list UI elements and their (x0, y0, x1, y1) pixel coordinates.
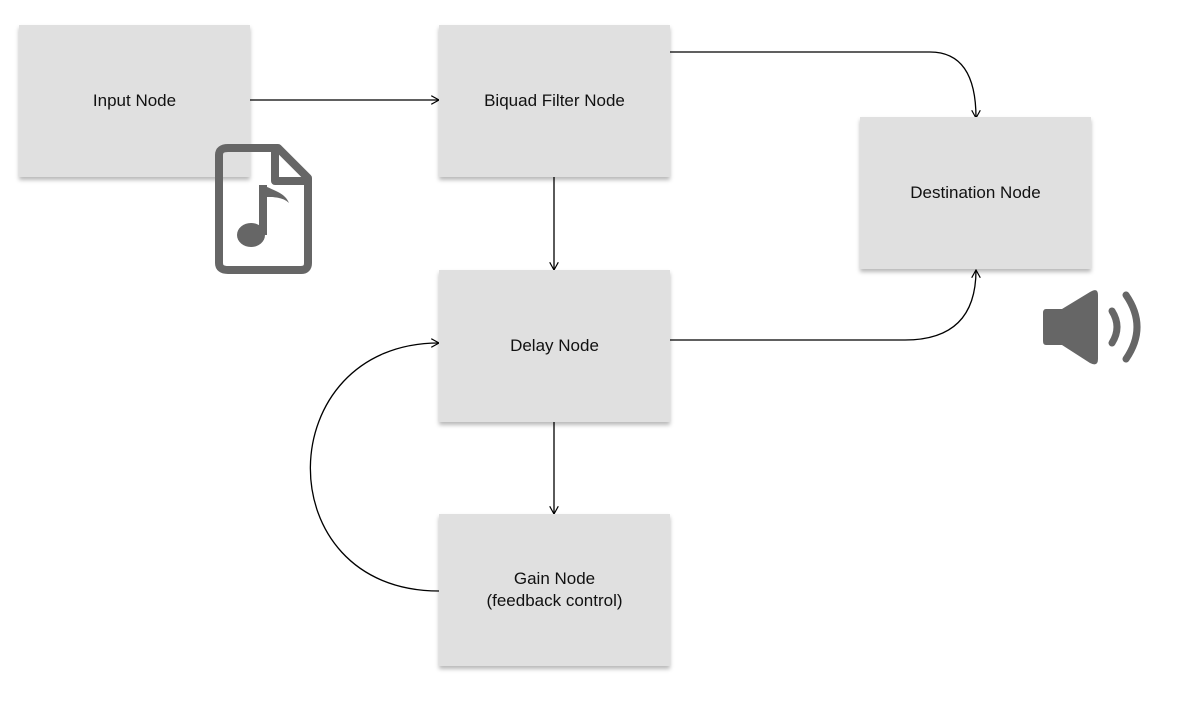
destination-node[interactable]: Destination Node (860, 117, 1091, 269)
destination-node-label: Destination Node (910, 183, 1041, 202)
input-node-label: Input Node (92, 91, 177, 110)
edge-gain-to-delay (309, 343, 439, 592)
delay-node[interactable]: Delay Node (439, 270, 670, 422)
delay-node-label: Delay Node (510, 336, 599, 355)
biquad-filter-node[interactable]: Biquad Filter Node (439, 25, 670, 177)
edge-biquad-to-destination (670, 51, 976, 118)
input-node[interactable]: Input Node (19, 25, 250, 177)
gain-node-label: Gain Node (513, 569, 596, 588)
biquad-filter-node-label: Biquad Filter Node (484, 91, 625, 110)
gain-node[interactable]: Gain Node (feedback control) (439, 514, 670, 666)
audio-file-icon (215, 144, 312, 274)
gain-node-sublabel: (feedback control) (486, 591, 623, 610)
speaker-icon (1043, 290, 1141, 365)
edge-delay-to-destination (670, 270, 976, 341)
